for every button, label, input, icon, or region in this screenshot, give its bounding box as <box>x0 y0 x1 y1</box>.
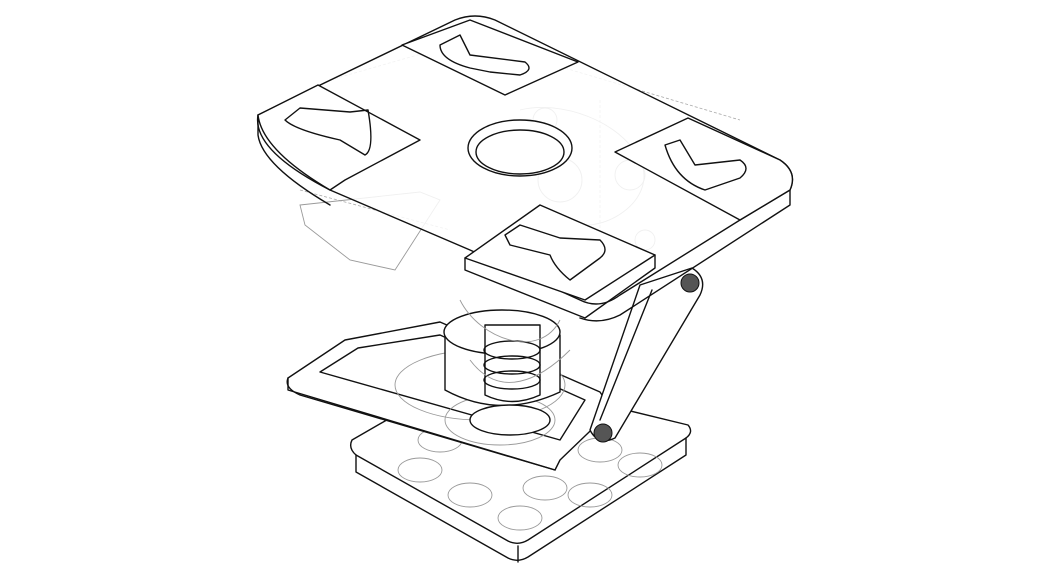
top-plate <box>256 15 794 322</box>
pivot-pin-bottom <box>593 423 613 443</box>
center-hole <box>467 119 573 177</box>
link-arm <box>589 267 704 443</box>
pad-left <box>257 84 421 191</box>
pivot-pin-top <box>680 273 700 293</box>
pad-front <box>464 204 656 319</box>
pad-right <box>614 117 794 221</box>
pad-top <box>401 19 579 96</box>
central-column <box>443 299 571 436</box>
